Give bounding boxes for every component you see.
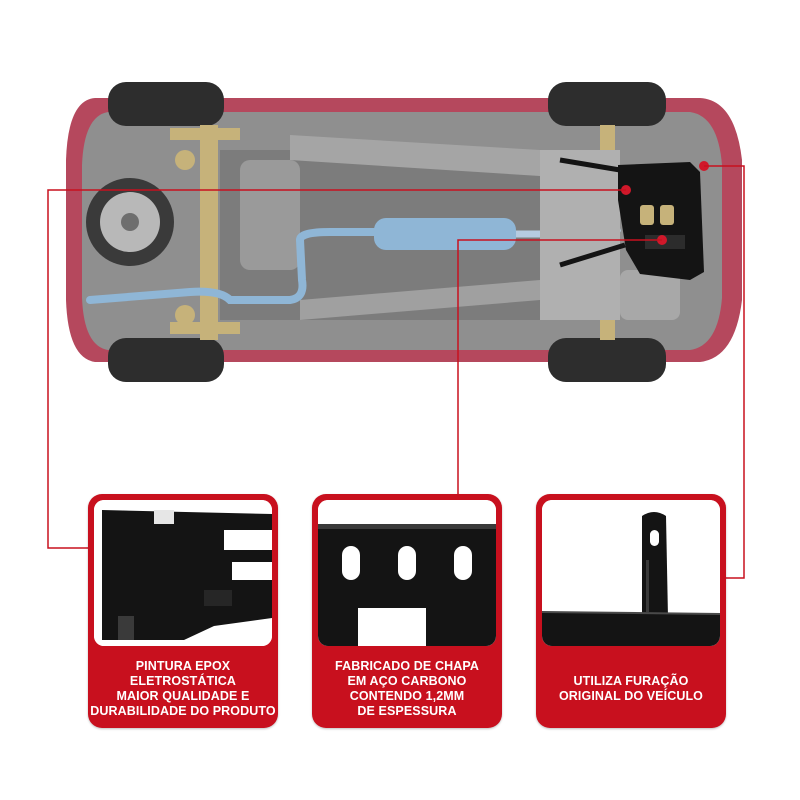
caption-line: DE ESPESSURA (357, 704, 457, 718)
epoxy-paint-caption: PINTURA EPOX ELETROSTÁTICA MAIOR QUALIDA… (90, 654, 276, 724)
connector-line-steel (457, 239, 662, 494)
exhaust-muffler (374, 218, 516, 250)
connector-line-paint (47, 189, 626, 549)
caption-line: EM AÇO CARBONO (347, 674, 467, 688)
painted-plate-icon (94, 500, 272, 646)
epoxy-paint-photo (94, 500, 272, 646)
front-subframe (540, 150, 620, 320)
caption-line: UTILIZA FURAÇÃO (573, 674, 689, 688)
wheel-rear-bottom (108, 338, 224, 382)
wheel-rear-top (108, 82, 224, 126)
wheel-front-top (548, 82, 666, 126)
caption-line: FABRICADO DE CHAPA (335, 659, 479, 673)
mounting-bracket-icon (542, 500, 720, 646)
caption-line: ELETROSTÁTICA (129, 674, 237, 688)
slotted-plate-icon (318, 500, 496, 646)
caption-line: ORIGINAL DO VEÍCULO (558, 689, 704, 703)
caption-line: DURABILIDADE DO PRODUTO (90, 704, 276, 718)
original-holes-photo (542, 500, 720, 646)
carbon-steel-photo (318, 500, 496, 646)
original-holes-caption: UTILIZA FURAÇÃO ORIGINAL DO VEÍCULO (540, 654, 722, 724)
rear-axle (200, 125, 218, 340)
wheel-front-bottom (548, 338, 666, 382)
feature-card-carbon-steel: FABRICADO DE CHAPA EM AÇO CARBONO CONTEN… (312, 494, 502, 728)
connector-line-bolts (704, 165, 745, 579)
caption-line: MAIOR QUALIDADE E (116, 689, 250, 703)
caption-line: CONTENDO 1,2MM (349, 689, 465, 703)
feature-card-epoxy-paint: PINTURA EPOX ELETROSTÁTICA MAIOR QUALIDA… (88, 494, 278, 728)
feature-card-original-holes: UTILIZA FURAÇÃO ORIGINAL DO VEÍCULO (536, 494, 726, 728)
exhaust-pipe (86, 228, 382, 304)
carbon-steel-caption: FABRICADO DE CHAPA EM AÇO CARBONO CONTEN… (316, 654, 498, 724)
caption-line: PINTURA EPOX (135, 659, 231, 673)
